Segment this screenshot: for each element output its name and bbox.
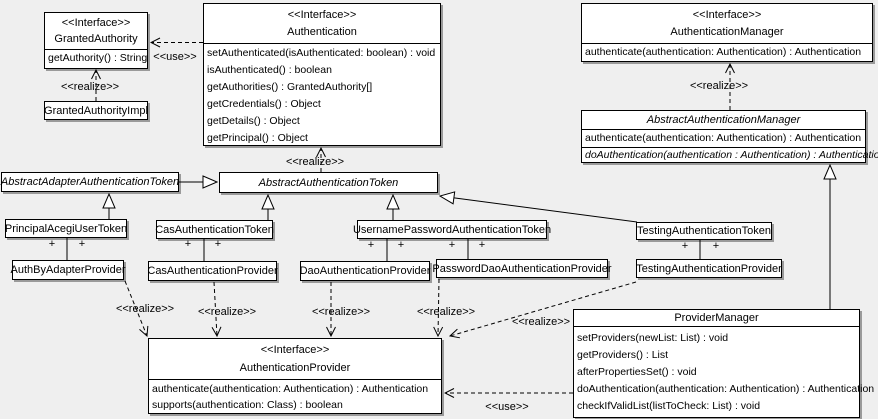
class-abstract-authentication-token: AbstractAuthenticationToken (219, 172, 438, 193)
class-header: <<Interface>> GrantedAuthority (45, 13, 147, 50)
class-name: UsernamePasswordAuthenticationToken (352, 223, 552, 236)
multiplicity-plus: + (184, 238, 192, 250)
realize-label: <<realize>> (689, 80, 749, 92)
multiplicity-plus: + (78, 238, 86, 250)
realize-label: <<realize>> (197, 306, 257, 318)
stereotype-label: <<Interface>> (260, 344, 330, 357)
method: afterPropertiesSet() : void (577, 366, 697, 378)
realize-label: <<realize>> (285, 156, 345, 168)
class-name: DaoAuthenticationProvider (299, 265, 431, 277)
class-header: <<Interface>> AuthenticationProvider (149, 339, 441, 380)
realize-label: <<realize>> (416, 306, 476, 318)
multiplicity-plus: + (712, 240, 720, 252)
methods-compartment: setProviders(newList: List) : void getPr… (574, 327, 875, 415)
class-testing-authentication-provider: TestingAuthenticationProvider (636, 259, 782, 278)
method: doAuthentication(authentication : Authen… (585, 149, 878, 161)
class-name: PasswordDaoAuthenticationProvider (432, 262, 612, 275)
realize-label: <<realize>> (511, 316, 571, 328)
method: doAuthentication(authentication: Authent… (577, 383, 875, 395)
method: setAuthenticated(isAuthenticated: boolea… (207, 47, 436, 59)
class-name: PrincipalAcegiUserToken (4, 222, 128, 235)
multiplicity-plus: + (397, 239, 405, 251)
methods-compartment: authenticate(authentication: Authenticat… (149, 380, 441, 413)
methods-compartment: setAuthenticated(isAuthenticated: boolea… (204, 44, 440, 147)
method: getCredentials() : Object (207, 98, 321, 110)
method: authenticate(authentication: Authenticat… (582, 130, 865, 148)
method: supports(authentication: Class) : boolea… (152, 399, 343, 411)
class-name: GrantedAuthority (54, 33, 138, 45)
class-header: <<Interface>> AuthenticationManager (582, 4, 872, 44)
class-cas-authentication-token: CasAuthenticationToken (155, 220, 274, 239)
multiplicity-plus: + (367, 239, 375, 251)
use-label: <<use>> (485, 401, 529, 413)
method: getAuthority() : String (48, 52, 148, 64)
multiplicity-plus: + (478, 239, 486, 251)
class-name: GrantedAuthorityImpl (44, 104, 148, 117)
stereotype-label: <<Interface>> (692, 9, 762, 21)
multiplicity-plus: + (48, 238, 56, 250)
class-header: <<Interface>> Authentication (204, 4, 440, 44)
realize-label: <<realize>> (115, 303, 175, 315)
class-authentication-provider: <<Interface>> AuthenticationProvider aut… (148, 338, 442, 414)
class-name: Authentication (287, 26, 357, 38)
class-testing-authentication-token: TestingAuthenticationToken (636, 222, 772, 240)
class-username-password-authentication-token: UsernamePasswordAuthenticationToken (352, 220, 552, 239)
stereotype-label: <<Interface>> (287, 9, 357, 21)
class-abstract-adapter-authentication-token: AbstractAdapterAuthenticationToken (1, 172, 179, 192)
class-name: AuthByAdapterProvider (10, 264, 126, 276)
class-name: AbstractAuthenticationToken (258, 176, 399, 189)
method: authenticate(authentication: Authenticat… (152, 383, 429, 395)
class-name: AbstractAuthenticationManager (646, 114, 801, 126)
class-name: CasAuthenticationToken (155, 223, 274, 236)
class-granted-authority-impl: GrantedAuthorityImpl (44, 101, 148, 120)
class-name: TestingAuthenticationToken (637, 225, 771, 237)
class-name: CasAuthenticationProvider (147, 265, 278, 277)
class-auth-by-adapter-provider: AuthByAdapterProvider (10, 260, 126, 280)
method: getPrincipal() : Object (207, 132, 308, 144)
class-password-dao-authentication-provider: PasswordDaoAuthenticationProvider (432, 259, 612, 278)
class-provider-manager: ProviderManager setProviders(newList: Li… (573, 309, 875, 418)
class-header: AbstractAuthenticationManager (582, 111, 865, 130)
method: checkIfValidList(listToCheck: List) : vo… (577, 400, 761, 412)
class-authentication-manager: <<Interface>> AuthenticationManager auth… (581, 3, 873, 62)
multiplicity-plus: + (448, 239, 456, 251)
class-principal-acegi-user-token: PrincipalAcegiUserToken (5, 219, 127, 238)
class-header: ProviderManager (574, 310, 859, 327)
method: getAuthorities() : GrantedAuthority[] (207, 81, 373, 93)
method: setProviders(newList: List) : void (577, 332, 729, 344)
method: authenticate(authentication: Authenticat… (585, 46, 862, 58)
realize-label: <<realize>> (60, 81, 120, 93)
class-authentication: <<Interface>> Authentication setAuthenti… (203, 3, 441, 146)
multiplicity-plus: + (681, 240, 689, 252)
multiplicity-plus: + (214, 238, 222, 250)
class-name: AuthenticationManager (670, 26, 784, 38)
class-granted-authority: <<Interface>> GrantedAuthority getAuthor… (44, 12, 148, 69)
class-name: ProviderManager (674, 312, 759, 324)
class-abstract-authentication-manager: AbstractAuthenticationManager authentica… (581, 110, 878, 163)
stereotype-label: <<Interface>> (61, 17, 131, 29)
class-dao-authentication-provider: DaoAuthenticationProvider (300, 261, 430, 281)
method: getDetails() : Object (207, 115, 300, 127)
class-name: AbstractAdapterAuthenticationToken (0, 176, 180, 188)
class-name: AuthenticationProvider (239, 361, 351, 374)
use-label: <<use>> (153, 51, 197, 63)
method: getProviders() : List (577, 349, 669, 361)
realize-label: <<realize>> (311, 306, 371, 318)
method: isAuthenticated() : boolean (207, 64, 332, 76)
class-name: TestingAuthenticationProvider (636, 262, 782, 275)
class-cas-authentication-provider: CasAuthenticationProvider (147, 261, 278, 281)
generalization-testingauthenticationtoken (440, 196, 638, 223)
